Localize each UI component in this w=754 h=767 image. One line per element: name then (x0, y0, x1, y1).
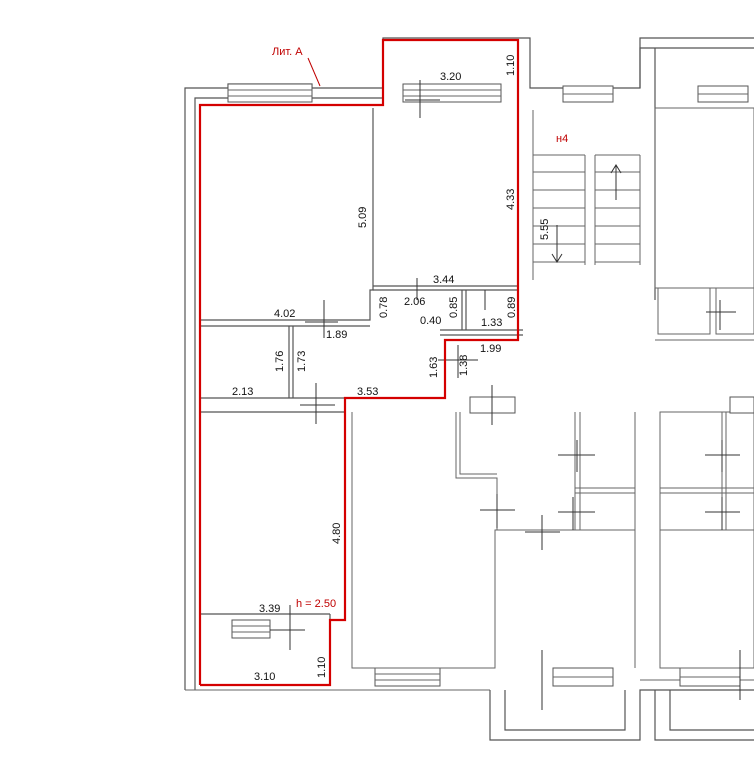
interior-walls (200, 108, 523, 640)
dim-0-40: 0.40 (420, 315, 441, 327)
dim-1-38: 1.38 (458, 355, 470, 376)
height-label: h = 2.50 (296, 598, 336, 610)
dim-4-33: 4.33 (505, 189, 517, 210)
dim-2-13: 2.13 (232, 386, 253, 398)
dim-3-10: 3.10 (254, 671, 275, 683)
dim-0-85: 0.85 (448, 297, 460, 318)
dim-0-89: 0.89 (506, 297, 518, 318)
red-labels: Лит. А н4 h = 2.50 (272, 46, 568, 610)
lit-label: Лит. А (272, 46, 303, 58)
stairwell (532, 110, 641, 280)
dim-3-53: 3.53 (357, 386, 378, 398)
dim-1-10-bottom: 1.10 (316, 657, 328, 678)
dim-1-33: 1.33 (481, 317, 502, 329)
dim-3-44: 3.44 (433, 274, 454, 286)
lit-leader-line (307, 57, 321, 87)
dim-4-80: 4.80 (331, 523, 343, 544)
dimension-labels: 3.20 1.10 5.09 4.33 5.55 3.44 2.06 0.78 … (232, 55, 551, 683)
dim-1-76: 1.76 (274, 351, 286, 372)
dim-1-10-top: 1.10 (505, 55, 517, 76)
dim-0-78: 0.78 (378, 297, 390, 318)
dim-4-02: 4.02 (274, 308, 295, 320)
dim-1-89: 1.89 (326, 329, 347, 341)
dim-1-73: 1.73 (296, 351, 308, 372)
doors (270, 80, 486, 650)
dim-2-06: 2.06 (404, 296, 425, 308)
dim-1-99: 1.99 (480, 343, 501, 355)
stair-label: н4 (556, 133, 568, 145)
neighbor-units (351, 107, 754, 710)
dim-3-20: 3.20 (440, 71, 461, 83)
dim-1-63: 1.63 (428, 357, 440, 378)
dim-5-09: 5.09 (357, 207, 369, 228)
dim-3-39: 3.39 (259, 603, 280, 615)
apartment-boundary (198, 38, 520, 687)
windows (227, 83, 749, 687)
dim-5-55: 5.55 (539, 219, 551, 240)
